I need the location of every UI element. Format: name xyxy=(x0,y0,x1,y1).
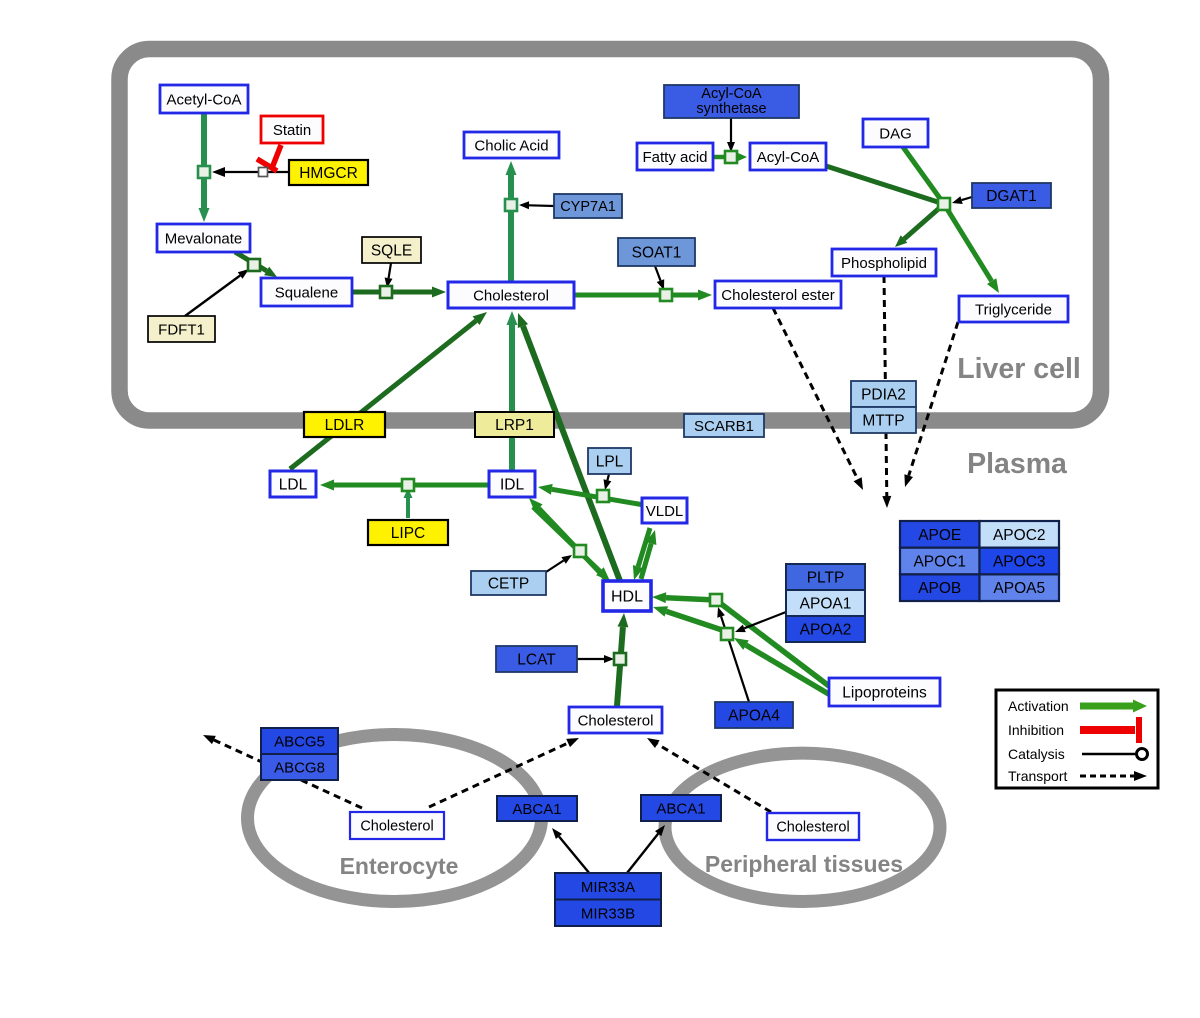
svg-text:APOE: APOE xyxy=(918,527,961,544)
svg-text:Liver cell: Liver cell xyxy=(957,353,1081,385)
svg-text:Plasma: Plasma xyxy=(967,448,1068,480)
svg-text:CYP7A1: CYP7A1 xyxy=(560,199,616,215)
svg-text:Acyl-CoA: Acyl-CoA xyxy=(701,86,762,102)
svg-text:ABCG5: ABCG5 xyxy=(274,734,325,751)
svg-text:SQLE: SQLE xyxy=(371,243,412,260)
svg-text:ABCA1: ABCA1 xyxy=(512,801,561,818)
svg-text:PLTP: PLTP xyxy=(807,570,845,587)
svg-text:Triglyceride: Triglyceride xyxy=(975,302,1052,319)
svg-text:LIPC: LIPC xyxy=(391,525,425,542)
svg-text:Inhibition: Inhibition xyxy=(1008,722,1064,738)
svg-text:Phospholipid: Phospholipid xyxy=(841,255,927,272)
svg-text:Transport: Transport xyxy=(1008,768,1068,784)
svg-text:APOA1: APOA1 xyxy=(800,596,852,613)
svg-text:ABCG8: ABCG8 xyxy=(274,760,325,777)
svg-text:APOA5: APOA5 xyxy=(993,580,1045,597)
svg-text:SCARB1: SCARB1 xyxy=(694,418,754,435)
svg-text:Squalene: Squalene xyxy=(275,285,338,302)
svg-text:HDL: HDL xyxy=(611,589,643,606)
svg-text:Lipoproteins: Lipoproteins xyxy=(842,685,927,702)
svg-text:Acyl-CoA: Acyl-CoA xyxy=(757,149,820,166)
svg-text:FDFT1: FDFT1 xyxy=(158,322,205,339)
svg-text:CETP: CETP xyxy=(488,576,529,593)
svg-text:HMGCR: HMGCR xyxy=(299,165,358,182)
svg-text:MIR33A: MIR33A xyxy=(581,879,635,896)
svg-text:Cholic Acid: Cholic Acid xyxy=(474,138,548,155)
svg-text:Cholesterol: Cholesterol xyxy=(776,820,849,836)
svg-text:DAG: DAG xyxy=(879,126,912,143)
svg-text:DGAT1: DGAT1 xyxy=(986,188,1037,205)
svg-text:Fatty acid: Fatty acid xyxy=(642,149,707,166)
svg-text:Cholesterol: Cholesterol xyxy=(360,819,433,835)
svg-text:Cholesterol: Cholesterol xyxy=(578,713,654,730)
svg-text:APOC3: APOC3 xyxy=(993,554,1046,571)
svg-text:LCAT: LCAT xyxy=(517,652,556,669)
svg-text:Cholesterol ester: Cholesterol ester xyxy=(721,287,834,304)
svg-text:APOC1: APOC1 xyxy=(913,554,966,571)
svg-text:MIR33B: MIR33B xyxy=(581,905,635,922)
svg-text:LDL: LDL xyxy=(279,477,308,494)
svg-text:LRP1: LRP1 xyxy=(495,417,534,434)
svg-text:Cholesterol: Cholesterol xyxy=(473,288,549,305)
svg-text:VLDL: VLDL xyxy=(646,503,684,520)
svg-text:Peripheral tissues: Peripheral tissues xyxy=(705,851,903,877)
svg-text:LDLR: LDLR xyxy=(325,417,365,434)
svg-text:LPL: LPL xyxy=(596,454,624,471)
svg-text:Mevalonate: Mevalonate xyxy=(165,231,243,248)
svg-text:Activation: Activation xyxy=(1008,698,1069,714)
svg-text:PDIA2: PDIA2 xyxy=(861,387,906,404)
svg-text:SOAT1: SOAT1 xyxy=(632,245,682,262)
svg-text:Statin: Statin xyxy=(273,122,311,139)
svg-text:APOC2: APOC2 xyxy=(993,527,1046,544)
svg-text:APOA2: APOA2 xyxy=(800,622,852,639)
svg-text:APOB: APOB xyxy=(918,580,961,597)
svg-text:MTTP: MTTP xyxy=(862,413,904,430)
svg-text:Enterocyte: Enterocyte xyxy=(340,853,459,879)
svg-text:synthetase: synthetase xyxy=(696,101,766,117)
svg-text:IDL: IDL xyxy=(500,477,525,494)
svg-text:Catalysis: Catalysis xyxy=(1008,746,1065,762)
svg-text:Acetyl-CoA: Acetyl-CoA xyxy=(166,92,241,109)
svg-text:APOA4: APOA4 xyxy=(728,708,780,725)
svg-text:ABCA1: ABCA1 xyxy=(656,801,705,818)
